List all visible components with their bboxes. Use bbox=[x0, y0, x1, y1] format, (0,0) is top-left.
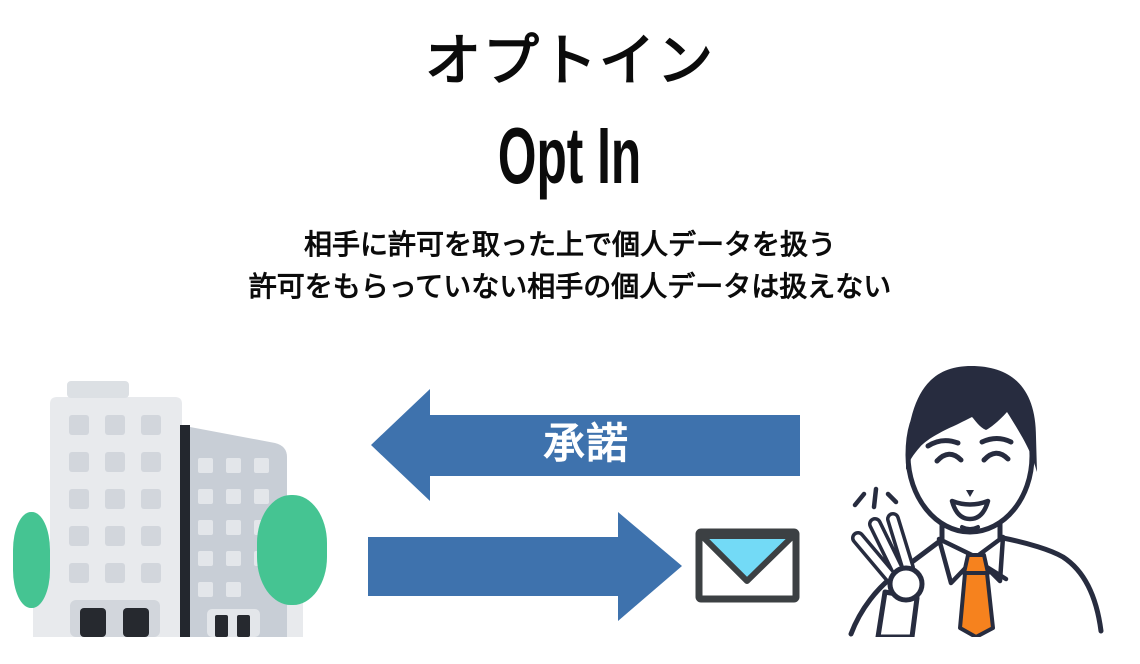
man-ok-sign-icon bbox=[848, 366, 1104, 637]
envelope-flap bbox=[699, 533, 796, 584]
right-tower-windows bbox=[198, 458, 269, 597]
hand-fingers bbox=[851, 512, 915, 583]
description-line-1: 相手に許可を取った上で個人データを扱う bbox=[303, 229, 836, 260]
tie-knot bbox=[962, 553, 990, 575]
building-roof-cap bbox=[67, 381, 129, 398]
smiling-mouth bbox=[949, 498, 991, 522]
closed-happy-eyes bbox=[934, 450, 1011, 464]
tie-body bbox=[958, 571, 995, 637]
description-line-2: 許可をもらっていない相手の個人データは扱えない bbox=[248, 271, 892, 302]
right-door-frame bbox=[207, 609, 260, 637]
tree-right bbox=[257, 495, 327, 605]
envelope-icon bbox=[695, 528, 800, 603]
left-door-1 bbox=[80, 608, 106, 637]
left-tower-windows bbox=[69, 415, 161, 583]
page-title-english: Opt In bbox=[0, 112, 1140, 200]
tree-left bbox=[13, 512, 50, 608]
right-shoulder-outline bbox=[1000, 535, 1104, 634]
page-title-japanese: オプトイン bbox=[425, 29, 715, 92]
eyebrows bbox=[925, 436, 1014, 449]
nose bbox=[966, 490, 974, 497]
right-arrow-icon bbox=[368, 512, 682, 621]
right-door-1 bbox=[215, 615, 228, 637]
consent-arrow-label: 承諾 bbox=[542, 420, 629, 467]
hair bbox=[906, 366, 1037, 472]
chin-line bbox=[960, 525, 980, 531]
page-title-english-text: Opt In bbox=[498, 111, 642, 200]
ok-finger-circle bbox=[887, 565, 925, 603]
emphasis-lines bbox=[852, 486, 899, 510]
exchange-arrows bbox=[368, 389, 800, 621]
left-arrow-icon bbox=[371, 389, 800, 501]
office-building-icon bbox=[13, 381, 327, 637]
left-door-2 bbox=[123, 608, 149, 637]
building-divider-edge bbox=[180, 425, 190, 637]
right-door-2 bbox=[237, 615, 250, 637]
